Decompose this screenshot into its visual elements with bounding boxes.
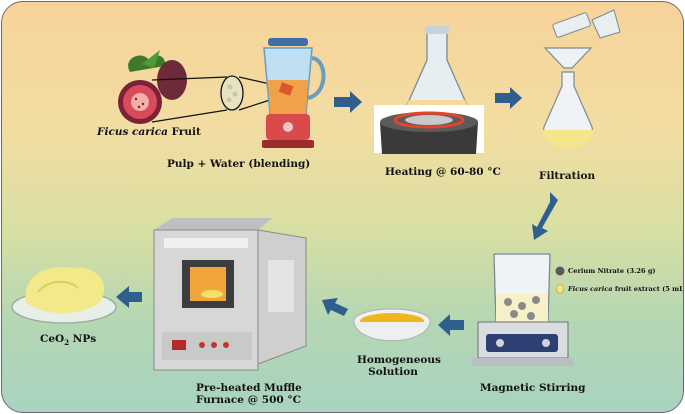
solution-bowl-icon: [353, 308, 431, 342]
filtration-icon: [542, 9, 621, 148]
magnetic-stirrer-icon: [472, 253, 574, 366]
arrow-furnace-to-product: [116, 286, 142, 308]
heating-label: Heating @ 60-80 °C: [385, 166, 501, 178]
hotplate-flask-icon: [374, 26, 484, 154]
fruit-label: Ficus carica Fruit: [97, 126, 201, 138]
cerium-legend-text: Cerium Nitrate (3.26 g): [568, 267, 656, 275]
arrow-bowl-to-furnace: [322, 298, 348, 316]
arrow-heat-to-filter: [495, 87, 522, 109]
stirring-label: Magnetic Stirring: [480, 382, 586, 394]
product-label: CeO2 NPs: [40, 333, 97, 348]
filtration-label: Filtration: [539, 170, 596, 182]
extract-legend-text: Ficus carica fruit extract (5 mL): [568, 285, 684, 293]
arrow-stir-to-bowl: [438, 314, 464, 336]
extract-drop-icon: [556, 284, 564, 294]
arrow-blend-to-heat: [334, 91, 362, 113]
blender-icon: [262, 38, 326, 148]
fig-fruit-icon: [118, 50, 187, 124]
arrow-filter-to-stir: [532, 192, 558, 240]
muffle-furnace-icon: [153, 218, 307, 371]
homogeneous-label: Homogeneous Solution: [357, 354, 441, 378]
blending-label: Pulp + Water (blending): [167, 158, 311, 170]
furnace-label: Pre-heated Muffle Furnace @ 500 °C: [196, 382, 302, 406]
cerium-marker-icon: [555, 266, 565, 276]
ceo2-dish-icon: [11, 267, 117, 324]
zoom-callout: [151, 75, 271, 123]
process-arrows: [116, 87, 558, 336]
